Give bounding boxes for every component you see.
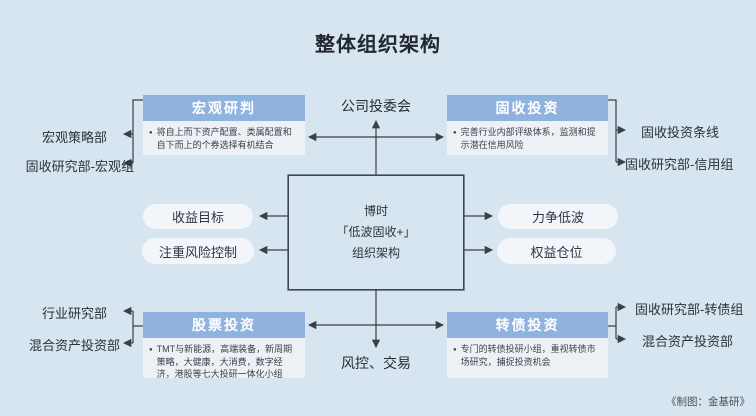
box-macro-research-desc: 将自上而下资产配置、类属配置和自下而上的个券选择有机结合 xyxy=(156,127,292,150)
label-fi-research-credit-group: 固收研究部-信用组 xyxy=(625,157,734,172)
label-mixed-asset-dept-left: 混合资产投资部 xyxy=(28,338,120,353)
bracket-top-left xyxy=(132,99,143,163)
label-fi-research-cb-group: 固收研究部-转债组 xyxy=(635,302,744,317)
box-equity: 股票投资 ● TMT与新能源，高端装备，新周期策略，大健康，大消费，数字经济，港… xyxy=(143,312,305,379)
center-hub-line3: 组织架构 xyxy=(351,246,400,260)
node-risk-control-trading: 风控、交易 xyxy=(341,355,411,371)
box-equity-desc: TMT与新能源，高端装备，新周期策略，大健康，大消费，数字经济，港股等七大投研一… xyxy=(156,344,293,379)
page-title: 整体组织架构 xyxy=(315,34,441,56)
bullet-icon: ● xyxy=(149,130,153,136)
bullet-icon: ● xyxy=(149,347,153,353)
pill-risk-control-focus: 注重风险控制 xyxy=(142,238,254,264)
label-fi-investment-line: 固收投资条线 xyxy=(641,125,720,140)
box-fixed-income: 固收投资 ● 完善行业内部评级体系，监测和提示潜在信用风险 xyxy=(447,95,608,155)
pill-low-volatility: 力争低波 xyxy=(498,204,618,229)
center-hub-line2: 「低波固收+」 xyxy=(336,225,416,239)
box-convertible-bond: 转债投资 ● 专门的转债投研小组，重视转债市场研究，捕捉投资机会 xyxy=(447,312,608,378)
bullet-icon: ● xyxy=(453,347,457,353)
box-macro-research: 宏观研判 ● 将自上而下资产配置、类属配置和自下而上的个券选择有机结合 xyxy=(143,95,305,155)
box-macro-research-title: 宏观研判 xyxy=(143,95,305,121)
box-convertible-bond-desc: 专门的转债投研小组，重视转债市场研究，捕捉投资机会 xyxy=(460,344,596,367)
label-industry-research-dept: 行业研究部 xyxy=(41,306,107,321)
node-investment-committee: 公司投委会 xyxy=(341,98,411,114)
box-fixed-income-desc: 完善行业内部评级体系，监测和提示潜在信用风险 xyxy=(460,127,596,150)
bracket-bottom-left xyxy=(132,311,143,343)
label-mixed-asset-dept-right: 混合资产投资部 xyxy=(642,334,734,349)
credit-text: 《制图：金基研》 xyxy=(666,396,750,408)
bracket-bottom-right xyxy=(608,307,617,339)
box-equity-title: 股票投资 xyxy=(143,312,305,338)
label-fi-research-macro-group: 固收研究部-宏观组 xyxy=(25,159,134,174)
label-macro-strategy-dept: 宏观策略部 xyxy=(41,130,107,145)
bullet-icon: ● xyxy=(453,130,457,136)
center-hub: 博时 「低波固收+」 组织架构 xyxy=(288,175,464,290)
center-hub-line1: 博时 xyxy=(363,204,388,218)
box-fixed-income-title: 固收投资 xyxy=(447,95,608,121)
box-convertible-bond-title: 转债投资 xyxy=(447,312,608,338)
bracket-top-right xyxy=(608,99,617,162)
pill-equity-position: 权益仓位 xyxy=(497,238,616,264)
pill-return-target: 收益目标 xyxy=(143,204,253,229)
